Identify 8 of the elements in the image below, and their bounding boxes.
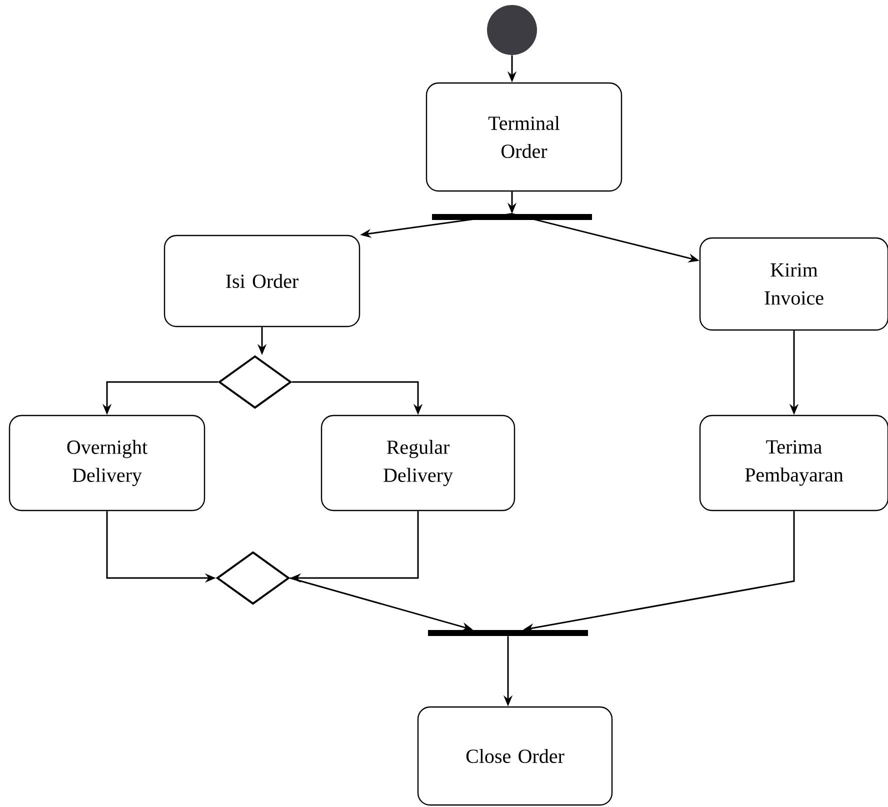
activity-box: Close Order [417,706,613,806]
activity-box: Terima Pembayaran [699,414,888,512]
activity-box: Overnight Delivery [8,414,206,512]
activity-box: Terminal Order [426,82,622,192]
start-circle [487,5,537,55]
activity-box: Kirim Invoice [699,237,888,331]
activity-box: Isi Order [164,234,360,328]
activity-box: Regular Delivery [320,414,516,512]
